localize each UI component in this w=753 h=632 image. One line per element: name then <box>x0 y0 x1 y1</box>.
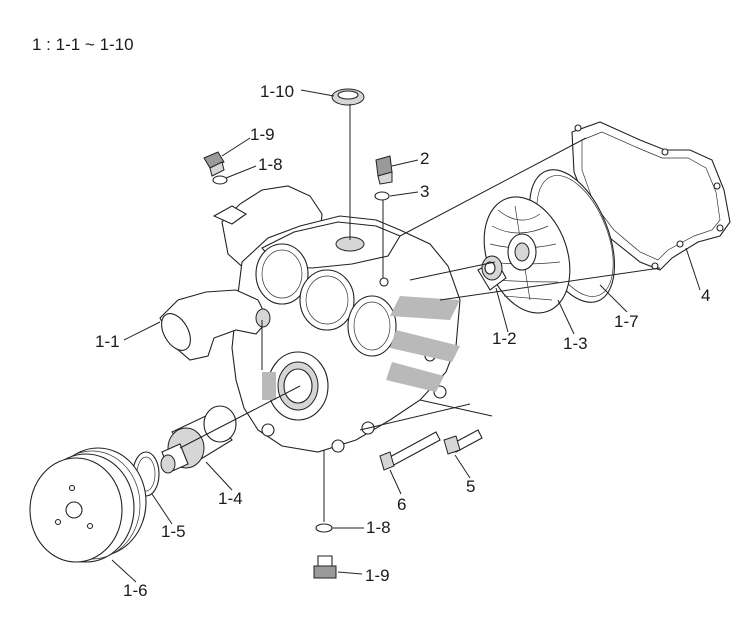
shaft-bearing-part <box>160 405 237 474</box>
assembly-lines <box>179 104 661 522</box>
gasket-part <box>571 121 731 271</box>
callout-2: 2 <box>420 149 429 168</box>
pulley-part <box>29 447 147 563</box>
callout-1-6: 1-6 <box>123 581 148 600</box>
bolt-part-6 <box>379 431 441 471</box>
callout-1-5: 1-5 <box>161 522 186 541</box>
washer-part-1-8-top <box>212 175 228 185</box>
seal-part <box>477 255 507 291</box>
cap-part-1-10 <box>331 88 365 106</box>
callout-1-3: 1-3 <box>563 334 588 353</box>
callout-5: 5 <box>466 477 475 496</box>
washer-part-3 <box>374 191 390 201</box>
plug-part-1-9-top <box>203 151 225 177</box>
bolt-part-5 <box>443 429 483 455</box>
callout-labels: 1-10 1-9 1-8 2 3 4 1-7 1-3 1-2 1-1 1-4 1… <box>95 82 710 600</box>
fitting-part-2 <box>375 155 393 185</box>
callout-1-1: 1-1 <box>95 332 120 351</box>
callout-1-8-bottom: 1-8 <box>366 518 391 537</box>
callout-1-8-top: 1-8 <box>258 155 283 174</box>
inlet-pipe-part <box>159 289 271 361</box>
callout-1-4: 1-4 <box>218 489 243 508</box>
callout-1-9-top: 1-9 <box>250 125 275 144</box>
callout-1-10: 1-10 <box>260 82 294 101</box>
callout-leaders <box>111 89 701 583</box>
callout-4: 4 <box>701 286 710 305</box>
plug-part-1-9-bottom <box>313 555 337 579</box>
pump-housing <box>212 185 461 453</box>
callout-1-7: 1-7 <box>614 312 639 331</box>
callout-1-9-bottom: 1-9 <box>365 566 390 585</box>
callout-6: 6 <box>397 495 406 514</box>
callout-3: 3 <box>420 182 429 201</box>
scale-note: 1 : 1-1 ~ 1-10 <box>32 35 134 54</box>
washer-part-1-8-bottom <box>315 523 333 533</box>
callout-1-2: 1-2 <box>492 329 517 348</box>
